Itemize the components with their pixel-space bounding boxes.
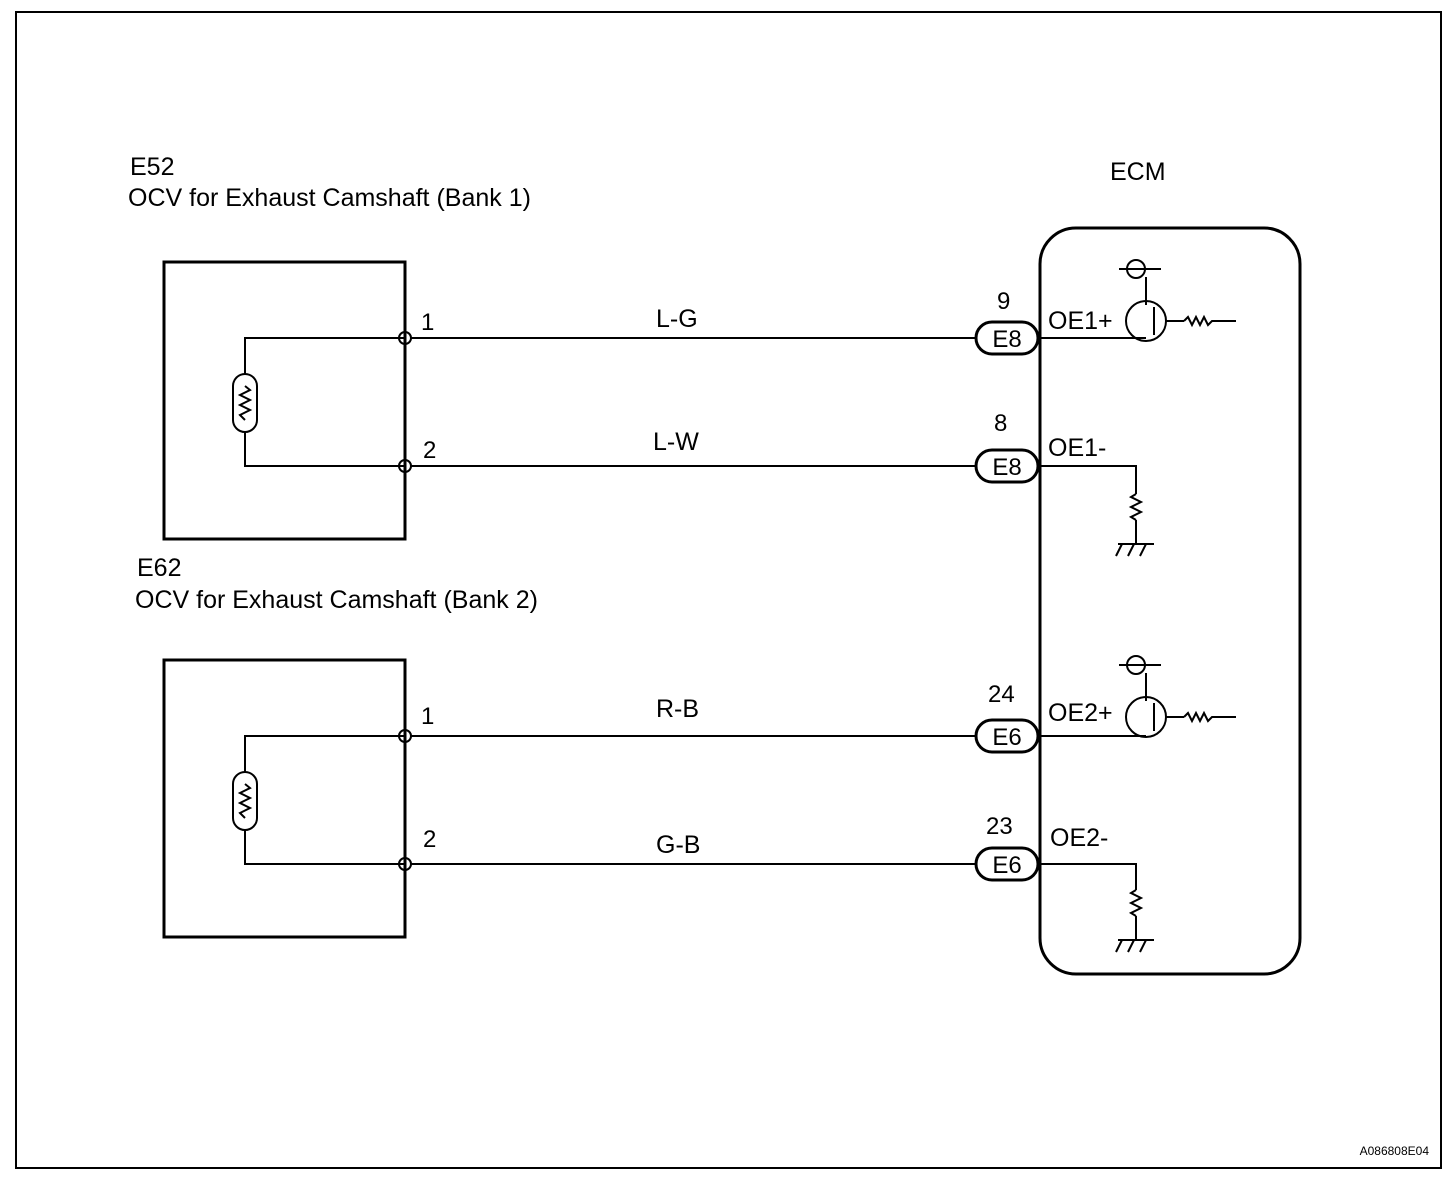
wire-r-b-label: R-B <box>656 695 699 723</box>
bank2-coil-icon <box>232 771 258 831</box>
signal-oe1-plus: OE1+ <box>1048 307 1113 335</box>
wire-l-w-label: L-W <box>653 428 699 456</box>
bank1-coil-icon <box>232 373 258 433</box>
bank2-name: OCV for Exhaust Camshaft (Bank 2) <box>135 586 538 614</box>
connector-e6-pin24-label: E6 <box>992 724 1021 751</box>
connector-e8-pin9-label: E8 <box>992 326 1021 353</box>
bank1-pin2-label: 2 <box>423 437 436 464</box>
bank1-id: E52 <box>130 153 174 181</box>
signal-oe2-minus: OE2- <box>1050 824 1108 852</box>
ecm-pin-9: 9 <box>997 288 1010 315</box>
oe1-plus-transistor-icon <box>1040 259 1236 342</box>
bank1-ocv-component <box>162 260 412 541</box>
bank1-pin1-label: 1 <box>421 309 434 336</box>
diagram-frame <box>15 11 1442 1169</box>
ecm-pin-23: 23 <box>986 813 1013 840</box>
bank2-pin1-label: 1 <box>421 703 434 730</box>
wire-l-g-label: L-G <box>656 305 698 333</box>
connector-e6-pin23 <box>974 846 1040 882</box>
connector-e6-pin23-label: E6 <box>992 852 1021 879</box>
bank2-ocv-component <box>162 658 412 939</box>
ecm-pin-24: 24 <box>988 681 1015 708</box>
connector-e8-pin8-label: E8 <box>992 454 1021 481</box>
connector-e8-pin9 <box>974 320 1040 356</box>
connector-e8-pin8 <box>974 448 1040 484</box>
bank2-component-box <box>162 658 407 939</box>
bank2-pin2-label: 2 <box>423 826 436 853</box>
wire-g-b-label: G-B <box>656 831 700 859</box>
connector-e6-pin24 <box>974 718 1040 754</box>
bank2-id: E62 <box>137 554 181 582</box>
ecm-pin-8: 8 <box>994 410 1007 437</box>
signal-oe2-plus: OE2+ <box>1048 699 1113 727</box>
diagram-code: A086808E04 <box>1360 1144 1430 1158</box>
bank1-component-box <box>162 260 407 541</box>
ecm-box <box>1038 226 1302 976</box>
bank1-name: OCV for Exhaust Camshaft (Bank 1) <box>128 184 531 212</box>
signal-oe1-minus: OE1- <box>1048 434 1106 462</box>
ecm-title: ECM <box>1110 158 1166 186</box>
oe1-minus-ground-icon <box>1040 465 1154 557</box>
oe2-plus-transistor-icon <box>1040 655 1236 738</box>
oe2-minus-ground-icon <box>1040 863 1154 953</box>
